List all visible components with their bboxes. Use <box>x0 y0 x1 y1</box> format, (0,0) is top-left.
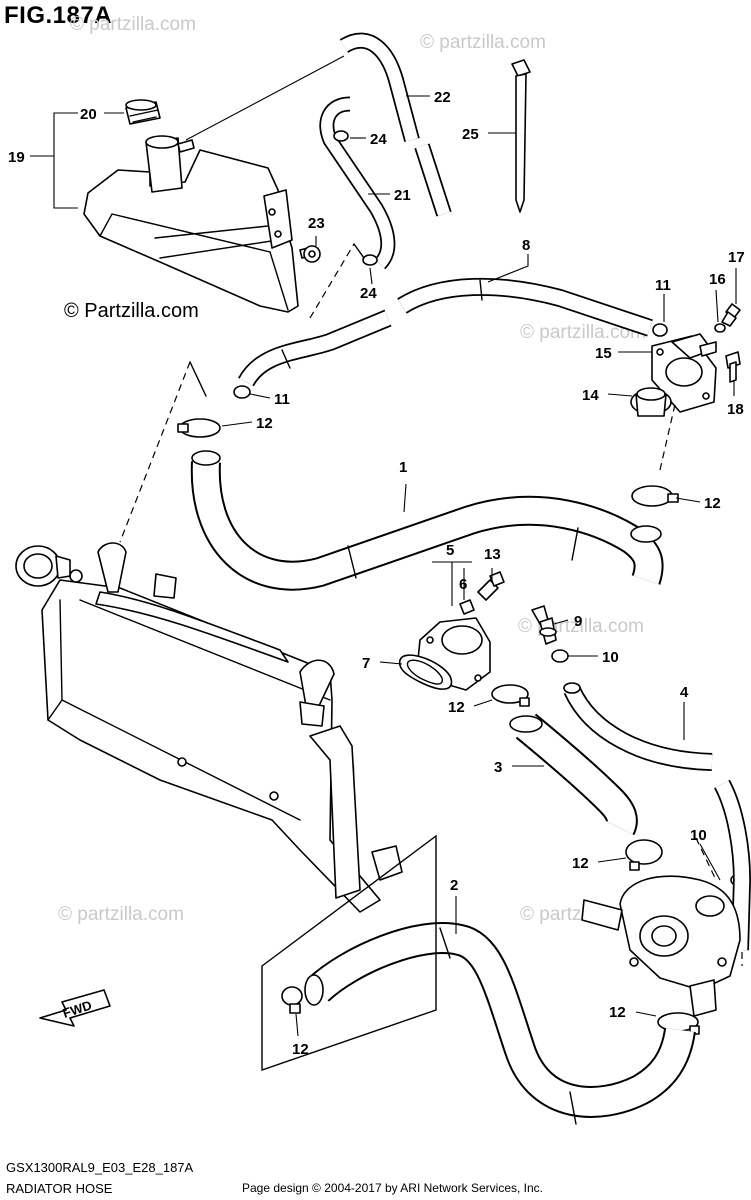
thermostat-housing <box>651 333 717 413</box>
leader-lines <box>30 55 737 1037</box>
callout-label: 19 <box>8 149 25 166</box>
watermark: © partzilla.com <box>420 32 546 53</box>
callout-label: 3 <box>494 759 502 776</box>
callout-label: 7 <box>362 655 370 672</box>
hose-22 <box>339 32 452 217</box>
watermark-main: © Partzilla.com <box>64 300 199 322</box>
callout-label: 10 <box>602 649 619 666</box>
callout-label: 12 <box>609 1004 626 1021</box>
callout-label: 14 <box>582 387 599 404</box>
forward-arrow: FWD <box>39 989 111 1027</box>
callout-label: 5 <box>446 542 454 559</box>
water-pump <box>581 875 741 1017</box>
watermark: © partzilla.com <box>70 14 196 35</box>
callout-label: 9 <box>574 613 582 630</box>
callout-labels: 1 2 3 4 5 6 7 8 9 10 10 11 11 12 12 12 1… <box>8 89 745 1058</box>
figure-code: GSX1300RAL9_E03_E28_187A <box>6 1160 194 1175</box>
hose-21 <box>319 96 396 270</box>
callout-label: 25 <box>462 126 479 143</box>
bolt-18 <box>725 351 741 383</box>
callout-label: 10 <box>690 827 707 844</box>
bolt-17 <box>721 303 741 327</box>
callout-label: 16 <box>709 271 726 288</box>
fitting-9 <box>531 605 557 645</box>
callout-label: 12 <box>704 495 721 512</box>
callout-label: 11 <box>274 391 290 408</box>
callout-label: 6 <box>459 576 467 593</box>
callout-label: 24 <box>360 285 377 302</box>
hose-4 <box>563 682 751 951</box>
reservoir-tank <box>83 135 299 313</box>
callout-label: 11 <box>655 277 671 294</box>
nut-6 <box>459 599 475 615</box>
callout-label: 17 <box>728 249 745 266</box>
callout-label: 12 <box>448 699 465 716</box>
callout-label: 18 <box>727 401 744 418</box>
callout-label: 8 <box>522 237 530 254</box>
watermark: © partzilla.com <box>520 322 646 343</box>
assembly-guides <box>119 243 743 1071</box>
hose-2 <box>304 922 696 1125</box>
hose-3 <box>509 713 638 836</box>
callout-label: 24 <box>370 131 387 148</box>
washer-16 <box>714 323 726 333</box>
callout-label: 2 <box>450 877 458 894</box>
reservoir-cap <box>125 99 161 125</box>
callout-label: 22 <box>434 89 451 106</box>
watermark: © partzilla.com <box>58 904 184 925</box>
figure-title: FIG.187A <box>4 2 113 29</box>
callout-label: 13 <box>484 546 501 563</box>
thermostat <box>630 387 672 417</box>
bolt-13 <box>477 571 505 601</box>
callout-label: 12 <box>256 415 273 432</box>
bolt-23 <box>299 245 321 263</box>
figure-name: RADIATOR HOSE <box>6 1181 113 1196</box>
clamp-11 <box>233 323 668 399</box>
callout-label: 12 <box>572 855 589 872</box>
callout-label: 1 <box>399 459 407 476</box>
clamp-24 <box>333 130 378 266</box>
hose-8 <box>238 277 653 387</box>
hose-1 <box>190 450 664 591</box>
callout-label: 21 <box>394 187 411 204</box>
radiator <box>15 542 403 913</box>
clamp-12 <box>177 418 700 1035</box>
callout-label: 4 <box>680 684 689 701</box>
o-ring <box>398 654 453 690</box>
callout-label: 23 <box>308 215 325 232</box>
callout-label: 15 <box>595 345 612 362</box>
cable-tie <box>511 59 531 213</box>
credit-line: Page design © 2004-2017 by ARI Network S… <box>242 1181 544 1195</box>
callout-label: 20 <box>80 106 97 123</box>
callout-label: 12 <box>292 1041 309 1058</box>
